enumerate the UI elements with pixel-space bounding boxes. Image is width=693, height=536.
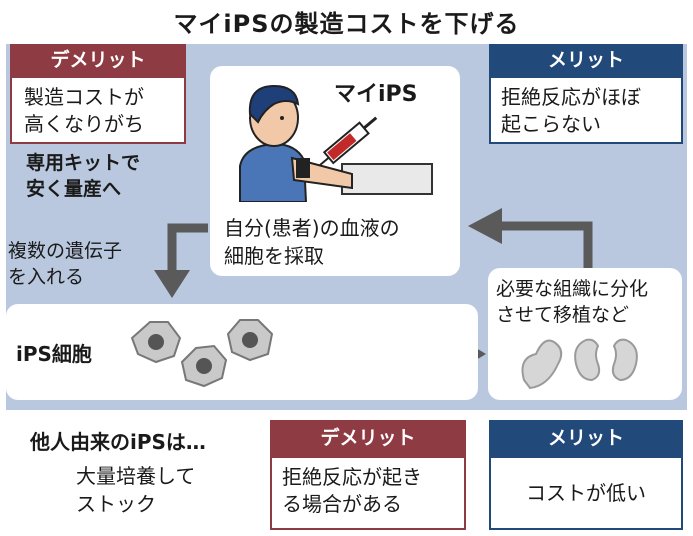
gene-step-line-1: 複数の遺伝子 — [8, 240, 123, 262]
kit-note: 専用キットで 安く量産へ — [26, 150, 206, 202]
other-ips-demerit-label: デメリット — [270, 420, 466, 456]
stomach-icon — [521, 339, 563, 390]
my-ips-card-line-1: 自分(患者)の血液の — [224, 216, 400, 240]
kidney-icon — [611, 338, 638, 382]
other-ips-note: 大量培養して ストック — [76, 462, 256, 518]
other-ips-merit-box: コストが低い — [489, 456, 683, 530]
arrow-to-ips-cells-shaft — [167, 223, 208, 272]
transplant-line-1: 必要な組織に分化 — [496, 278, 649, 300]
other-ips-heading: 他人由来のiPSは… — [30, 430, 206, 454]
my-ips-card-text: 自分(患者)の血液の 細胞を採取 — [224, 214, 454, 270]
my-ips-merit-label: メリット — [489, 44, 683, 76]
patient-blood-draw-illustration — [239, 84, 433, 202]
my-ips-merit-box: 拒絶反応がほぼ 起こらない — [489, 76, 683, 144]
diagram-title: マイiPSの製造コストを下げる — [173, 10, 520, 38]
other-ips-demerit-line-1: 拒絶反応が起き — [282, 465, 422, 489]
transplant-card: 必要な組織に分化 させて移植など — [488, 268, 682, 400]
other-ips-note-line-2: ストック — [76, 492, 156, 516]
transplant-text: 必要な組織に分化 させて移植など — [496, 276, 680, 328]
my-ips-merit-line-2: 起こらない — [501, 112, 601, 136]
other-ips-merit-text: コストが低い — [526, 481, 646, 505]
gene-step-line-2: を入れる — [8, 266, 85, 288]
other-ips-note-line-1: 大量培養して — [76, 464, 196, 488]
my-ips-demerit-line-2: 高くなりがち — [24, 112, 144, 136]
my-ips-card: マイiPS 自分(患者)の血液の 細胞を採取 — [210, 66, 460, 276]
arrow-left-head — [468, 208, 502, 244]
gene-step-text: 複数の遺伝子 を入れる — [8, 238, 168, 290]
ips-cells-label: iPS細胞 — [16, 342, 92, 366]
arrow-to-my-ips-shaft — [500, 221, 593, 270]
my-ips-merit-line-1: 拒絶反応がほぼ — [501, 85, 641, 109]
kit-note-line-1: 専用キットで — [26, 152, 141, 174]
my-ips-card-title: マイiPS — [334, 82, 418, 107]
ips-cells-card: iPS細胞 — [6, 304, 478, 400]
other-ips-demerit-box: 拒絶反応が起き る場合がある — [270, 456, 466, 530]
my-ips-demerit-line-1: 製造コストが — [24, 85, 144, 109]
my-ips-demerit-box: 製造コストが 高くなりがち — [10, 76, 186, 144]
my-ips-card-line-2: 細胞を採取 — [224, 244, 324, 268]
other-ips-merit-label: メリット — [489, 420, 683, 456]
ips-cells-illustration — [130, 319, 274, 388]
organs-illustration — [521, 338, 638, 390]
my-ips-demerit-label: デメリット — [10, 44, 186, 76]
arrow-down-head — [154, 270, 190, 298]
kit-note-line-2: 安く量産へ — [26, 178, 122, 200]
other-ips-demerit-line-2: る場合がある — [282, 492, 402, 516]
transplant-line-2: させて移植など — [496, 304, 630, 326]
kidney-icon — [574, 338, 601, 382]
